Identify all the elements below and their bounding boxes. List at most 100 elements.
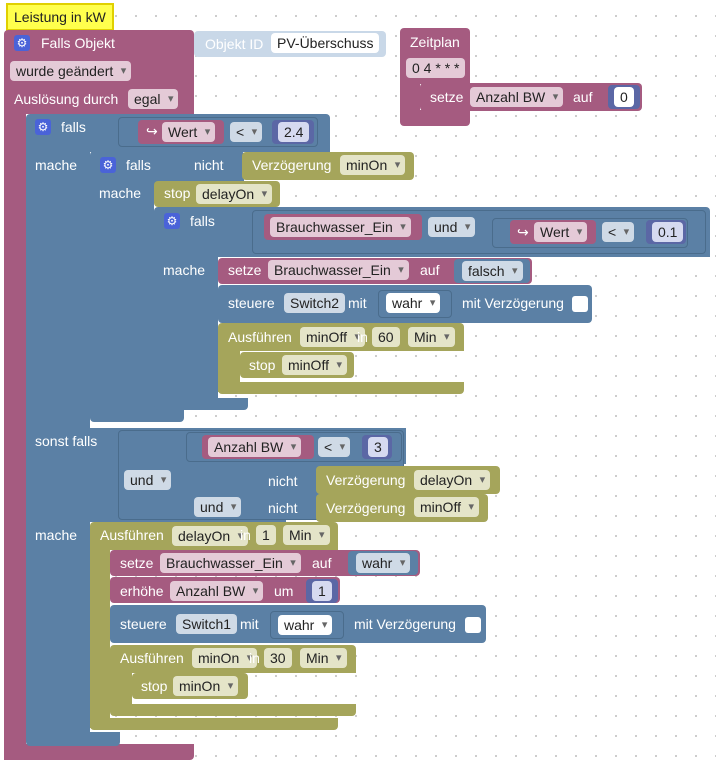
elseif-number-field[interactable]: 3 [368,437,388,457]
sonst-falls-label: sonst falls [35,433,98,449]
switch1-field[interactable]: Switch1 [176,614,238,634]
zeitplan-auf-label: auf [573,89,593,105]
zeitplan-footer [400,110,470,126]
zeitplan-setze-label: setze [430,89,464,105]
inner-if-footer [90,408,184,422]
stop2-timer-dropdown[interactable]: minOff [282,355,347,375]
wert-dropdown[interactable]: Wert [162,122,216,142]
ausloesung-dropdown[interactable]: egal [128,89,179,109]
zeitplan-label: Zeitplan [410,34,460,50]
falsch-dropdown[interactable]: falsch [462,261,523,281]
wert-arrow-icon: ↪ [146,123,158,139]
operator2-dropdown[interactable]: < [602,222,635,242]
gear-icon[interactable]: ⚙ [35,119,51,135]
wert2-dropdown[interactable]: Wert [534,222,588,242]
um-number-field[interactable]: 1 [312,581,332,601]
verzoegerung-checkbox[interactable] [572,296,588,312]
elseif-operator-dropdown[interactable]: < [318,437,351,457]
ausfuehren3-einheit-dropdown[interactable]: Min [300,648,347,668]
zeitplan-var-dropdown[interactable]: Anzahl BW [470,87,564,107]
erhoehe-label: erhöhe [120,583,164,599]
operator-dropdown[interactable]: < [230,122,263,142]
cron-field[interactable]: 0 4 * * * [406,58,466,78]
ausfuehren2-timer-dropdown[interactable]: delayOn [172,526,249,546]
mit-verzoegerung-label: mit Verzögerung [462,295,564,311]
anzahl-bw-dropdown[interactable]: Anzahl BW [208,437,302,457]
stop-label: stop [164,185,191,201]
verz2-timer-dropdown[interactable]: minOff [414,497,479,517]
auf-label: auf [420,262,440,278]
event-block-spine [4,110,26,760]
if-mache-label: mache [35,157,78,173]
event-block-footer [4,744,194,760]
ausfuehren2-footer [90,718,338,730]
und-dropdown[interactable]: und [428,217,476,237]
inner-if2-mache-label: mache [163,262,206,278]
elseif-mache-label: mache [35,527,78,543]
ausloesung-label: Auslösung durch [14,91,119,107]
nicht2-label: nicht [268,500,298,516]
inner-if-spine [90,180,154,418]
comment-bubble[interactable]: Leistung in kW [6,3,114,31]
inner-if2-spine [154,250,218,410]
inner-if-mache-label: mache [99,185,142,201]
steuere-label: steuere [228,295,275,311]
steuere2-label: steuere [120,616,167,632]
mit-label: mit [348,295,367,311]
if-falls-label: falls [61,119,86,135]
setze2-auf-label: auf [312,555,332,571]
ausfuehren3-in-label: in [249,650,260,666]
verz1-timer-dropdown[interactable]: delayOn [414,470,491,490]
ausfuehren2-label: Ausführen [100,527,164,543]
in-label: in [357,329,368,345]
und1-dropdown[interactable]: und [124,470,172,490]
nicht-label: nicht [194,157,224,173]
gear-icon[interactable]: ⚙ [14,35,30,51]
zeitplan-spine [400,84,420,114]
stop-timer-dropdown[interactable]: delayOn [196,184,273,204]
dauer-field[interactable]: 60 [372,327,400,347]
switch-field[interactable]: Switch2 [284,293,346,313]
setze2-label: setze [120,555,154,571]
wert-arrow-icon: ↪ [517,224,529,240]
ausfuehren2-spine [90,548,110,728]
inner-if2-falls-label: falls [190,213,215,229]
gear-icon[interactable]: ⚙ [164,213,180,229]
ausfuehren3-label: Ausführen [120,650,184,666]
setze-var-dropdown[interactable]: Brauchwasser_Ein [268,260,409,280]
zeitplan-number-field[interactable]: 0 [614,87,634,107]
und2-dropdown[interactable]: und [194,497,242,517]
inner-if-falls-label: falls [126,157,151,173]
steuere2-mit-label: mit [240,616,259,632]
ausfuehren2-dauer-field[interactable]: 1 [256,525,276,545]
brauchwasser-var-dropdown[interactable]: Brauchwasser_Ein [270,217,411,237]
ausfuehren-footer [218,382,464,394]
objekt-id-field[interactable]: PV-Überschuss [271,33,380,53]
ausfuehren2-einheit-dropdown[interactable]: Min [283,525,330,545]
verzoegerung-timer-dropdown[interactable]: minOn [340,155,406,175]
ausfuehren3-footer [110,704,356,716]
number-field[interactable]: 2.4 [278,122,310,142]
setze2-var-dropdown[interactable]: Brauchwasser_Ein [160,553,301,573]
trigger-type-dropdown[interactable]: wurde geändert [10,61,132,81]
stop3-timer-dropdown[interactable]: minOn [173,676,239,696]
falls-objekt-label: Falls Objekt [41,35,115,51]
objekt-id-label: Objekt ID [205,36,264,52]
ausfuehren-timer-dropdown[interactable]: minOff [300,327,365,347]
wahr3-dropdown[interactable]: wahr [278,615,333,635]
ausfuehren-spine [218,348,240,392]
ausfuehren3-timer-dropdown[interactable]: minOn [192,648,258,668]
ausfuehren2-in-label: in [240,527,251,543]
if-block-footer [26,732,120,746]
wahr-dropdown[interactable]: wahr [386,293,441,313]
erhoehe-var-dropdown[interactable]: Anzahl BW [170,581,264,601]
einheit-dropdown[interactable]: Min [408,327,455,347]
verzoegerung2-checkbox[interactable] [465,617,481,633]
ausfuehren3-dauer-field[interactable]: 30 [264,648,292,668]
gear-icon[interactable]: ⚙ [100,157,116,173]
wahr2-dropdown[interactable]: wahr [356,553,411,573]
number2-field[interactable]: 0.1 [652,222,684,242]
nicht1-label: nicht [268,473,298,489]
inner-if2-footer [154,398,248,410]
ausfuehren-label: Ausführen [228,329,292,345]
